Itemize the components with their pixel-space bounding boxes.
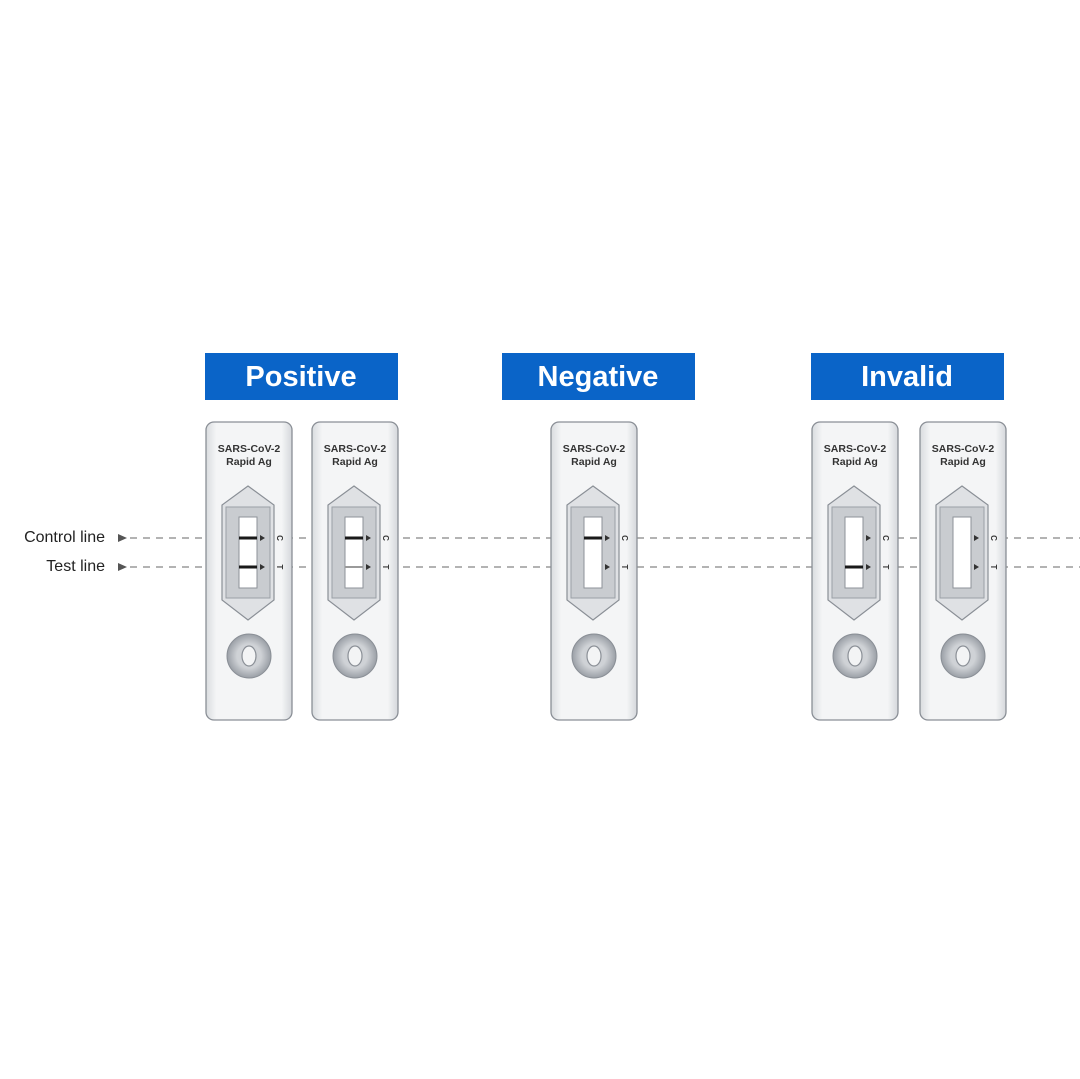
header-negative-box bbox=[502, 353, 695, 400]
test-marker-icon bbox=[605, 564, 610, 570]
header-positive-box bbox=[205, 353, 398, 400]
control-marker-icon bbox=[260, 535, 265, 541]
test-letter: T bbox=[881, 565, 890, 570]
control-letter: C bbox=[881, 535, 890, 541]
cassette-brand-text: SARS-CoV-2 bbox=[218, 443, 281, 455]
cassette-product-text: Rapid Ag bbox=[226, 456, 272, 468]
header-positive: Positive bbox=[205, 353, 398, 400]
test-marker-icon bbox=[366, 564, 371, 570]
test-strip bbox=[583, 516, 603, 589]
control-line-label: Control line bbox=[24, 529, 105, 546]
test-marker-icon bbox=[866, 564, 871, 570]
cassette-product-text: Rapid Ag bbox=[571, 456, 617, 468]
sample-well-hole bbox=[847, 645, 863, 667]
test-letter: T bbox=[989, 565, 998, 570]
header-invalid-box bbox=[811, 353, 1004, 400]
cassette-brand-text: SARS-CoV-2 bbox=[324, 443, 387, 455]
control-marker-icon bbox=[866, 535, 871, 541]
control-marker-icon bbox=[605, 535, 610, 541]
control-letter: C bbox=[381, 535, 390, 541]
test-strip bbox=[844, 516, 864, 589]
test-strip bbox=[952, 516, 972, 589]
control-letter: C bbox=[989, 535, 998, 541]
cassette-brand-text: SARS-CoV-2 bbox=[932, 443, 995, 455]
test-letter: T bbox=[620, 565, 629, 570]
test-band bbox=[239, 565, 257, 569]
cassette-product-text: Rapid Ag bbox=[832, 456, 878, 468]
test-strip bbox=[344, 516, 364, 589]
control-band bbox=[345, 536, 363, 540]
test-marker-icon bbox=[260, 564, 265, 570]
cassette-brand-text: SARS-CoV-2 bbox=[824, 443, 887, 455]
test-band bbox=[345, 566, 363, 568]
header-negative-label: Negative bbox=[538, 361, 659, 393]
control-marker-icon bbox=[974, 535, 979, 541]
test-strip bbox=[238, 516, 258, 589]
sample-well-hole bbox=[347, 645, 363, 667]
test-band bbox=[845, 565, 863, 569]
header-negative: Negative bbox=[502, 353, 695, 400]
header-invalid-label: Invalid bbox=[861, 361, 953, 393]
sample-well-hole bbox=[955, 645, 971, 667]
test-marker-icon bbox=[974, 564, 979, 570]
control-letter: C bbox=[275, 535, 284, 541]
sample-well-hole bbox=[241, 645, 257, 667]
test-letter: T bbox=[275, 565, 284, 570]
test-pointer-icon bbox=[118, 563, 127, 571]
header-invalid: Invalid bbox=[811, 353, 1004, 400]
test-line-label: Test line bbox=[46, 558, 105, 575]
control-letter: C bbox=[620, 535, 629, 541]
cassette-brand-text: SARS-CoV-2 bbox=[563, 443, 626, 455]
test-letter: T bbox=[381, 565, 390, 570]
control-pointer-icon bbox=[118, 534, 127, 542]
header-positive-label: Positive bbox=[245, 361, 356, 393]
control-band bbox=[239, 536, 257, 540]
control-marker-icon bbox=[366, 535, 371, 541]
cassette-product-text: Rapid Ag bbox=[940, 456, 986, 468]
cassette-product-text: Rapid Ag bbox=[332, 456, 378, 468]
sample-well-hole bbox=[586, 645, 602, 667]
control-band bbox=[584, 536, 602, 540]
